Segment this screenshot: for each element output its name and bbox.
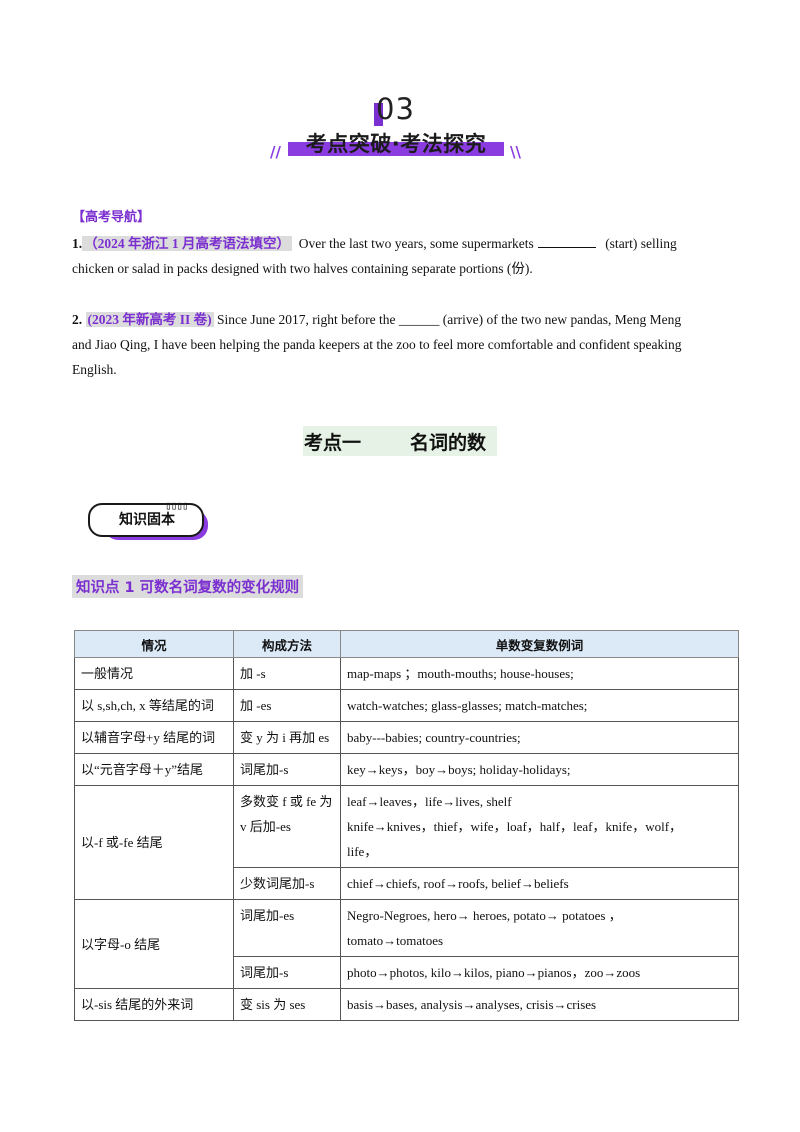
table-cell: basis→bases, analysis→analyses, crisis→c…	[340, 988, 739, 1021]
table-header-row: 情况 构成方法 单数变复数例词	[74, 630, 739, 658]
table-cell-line: Negro-Negroes, hero→ heroes, potato→ pot…	[347, 908, 622, 923]
table-cell: map-maps ；mouth-mouths; house-houses;	[340, 657, 739, 690]
table-cell-line: life，	[347, 844, 378, 859]
table-cell: baby---babies; country-countries;	[340, 721, 739, 754]
badge-frame	[88, 503, 204, 537]
question-2-text-b: and Jiao Qing, I have been helping the p…	[72, 337, 682, 352]
table-cell: 以 s,sh,ch, x 等结尾的词	[74, 689, 234, 722]
question-2-text-c: English.	[72, 362, 117, 377]
table-cell: photo→photos, kilo→kilos, piano→pianos，z…	[340, 956, 739, 989]
table-row: 以-f 或-fe 结尾 多数变 f 或 fe 为 v 后加-es leaf→le…	[74, 785, 739, 900]
question-1-number: 1.	[72, 236, 83, 251]
header-number-accent	[374, 103, 383, 126]
knowledge-point-title: 知识点 1 可数名词复数的变化规则	[72, 575, 304, 598]
table-cell: leaf→leaves，life→lives, shelf knife→kniv…	[340, 785, 739, 868]
table-row: 少数词尾加-s chief→chiefs, roof→roofs, belief…	[75, 867, 739, 900]
table-cell: chief→chiefs, roof→roofs, belief→beliefs	[340, 867, 739, 900]
table-cell: 变 sis 为 ses	[233, 988, 341, 1021]
table-row: 以字母-o 结尾 词尾加-es Negro-Negroes, hero→ her…	[74, 899, 739, 989]
table-cell: Negro-Negroes, hero→ heroes, potato→ pot…	[340, 899, 739, 957]
table-cell: 词尾加-s	[233, 956, 341, 989]
table-row: 以 s,sh,ch, x 等结尾的词 加 -es watch-watches; …	[74, 689, 739, 722]
question-1-source: （2024 年浙江 1 月高考语法填空）	[82, 236, 292, 251]
table-cell: 变 y 为 i 再加 es	[233, 721, 341, 754]
question-2-number: 2.	[72, 312, 83, 327]
question-1-text-c: chicken or salad in packs designed with …	[72, 261, 533, 276]
table-cell-line: knife→knives，thief，wife，loaf，half，leaf，k…	[347, 819, 683, 834]
table-row: 以辅音字母+y 结尾的词 变 y 为 i 再加 es baby---babies…	[74, 721, 739, 754]
badge-label: 知识固本	[119, 512, 175, 528]
table-cell: 少数词尾加-s	[233, 867, 341, 900]
question-1-blank	[537, 235, 596, 248]
table-cell: 一般情况	[74, 657, 234, 690]
header-title: 考点突破·考法探究	[305, 132, 487, 156]
table-header-cell: 单数变复数例词	[340, 630, 739, 658]
question-2-text-a: Since June 2017, right before the ______…	[217, 312, 682, 327]
table-header-cell: 构成方法	[233, 630, 341, 658]
section-title: 考点一 名词的数	[303, 426, 497, 456]
header-right-decoration: \\	[510, 143, 521, 161]
table-cell: 词尾加-s	[233, 753, 341, 786]
table-row: 词尾加-s photo→photos, kilo→kilos, piano→pi…	[75, 956, 739, 989]
table-cell: 以-f 或-fe 结尾	[74, 785, 234, 900]
table-cell: 以-sis 结尾的外来词	[74, 988, 234, 1021]
table-cell: key→keys，boy→boys; holiday-holidays;	[340, 753, 739, 786]
table-row: 一般情况 加 -s map-maps ；mouth-mouths; house-…	[74, 657, 739, 690]
question-2-source: (2023 年新高考 II 卷)	[85, 312, 214, 327]
table-cell: 多数变 f 或 fe 为 v 后加-es	[233, 785, 341, 868]
table-cell: 加 -s	[233, 657, 341, 690]
table-row: 以-sis 结尾的外来词 变 sis 为 ses basis→bases, an…	[74, 988, 739, 1021]
table-row: 以“元音字母＋y”结尾 词尾加-s key→keys，boy→boys; hol…	[74, 753, 739, 786]
table-cell: watch-watches; glass-glasses; match-matc…	[340, 689, 739, 722]
badge-ring-binding-icon: ▯▯▯▯	[165, 499, 188, 512]
header-left-decoration: //	[270, 143, 281, 161]
table-header-cell: 情况	[74, 630, 234, 658]
header-title-band	[288, 142, 504, 156]
question-1: 1.（2024 年浙江 1 月高考语法填空） Over the last two…	[72, 231, 732, 281]
section-title-part2: 名词的数	[410, 432, 487, 454]
table-cell-line: leaf→leaves，life→lives, shelf	[347, 794, 512, 809]
table-cell-line: tomato→tomatoes	[347, 933, 444, 948]
table-cell: 以字母-o 结尾	[74, 899, 234, 989]
plural-rules-table: 情况 构成方法 单数变复数例词 一般情况 加 -s map-maps ；mout…	[74, 630, 739, 1021]
table-cell: 加 -es	[233, 689, 341, 722]
question-1-text-b: (start) selling	[605, 236, 677, 251]
table-cell: 以辅音字母+y 结尾的词	[74, 721, 234, 754]
table-cell: 以“元音字母＋y”结尾	[74, 753, 234, 786]
header-number: 03	[376, 92, 415, 126]
guide-label: 【高考导航】	[72, 209, 151, 224]
question-1-text-a: Over the last two years, some supermarke…	[298, 236, 534, 251]
question-2: 2. (2023 年新高考 II 卷) Since June 2017, rig…	[72, 307, 732, 382]
section-title-part1: 考点一	[304, 432, 362, 454]
table-cell: 词尾加-es	[233, 899, 341, 957]
